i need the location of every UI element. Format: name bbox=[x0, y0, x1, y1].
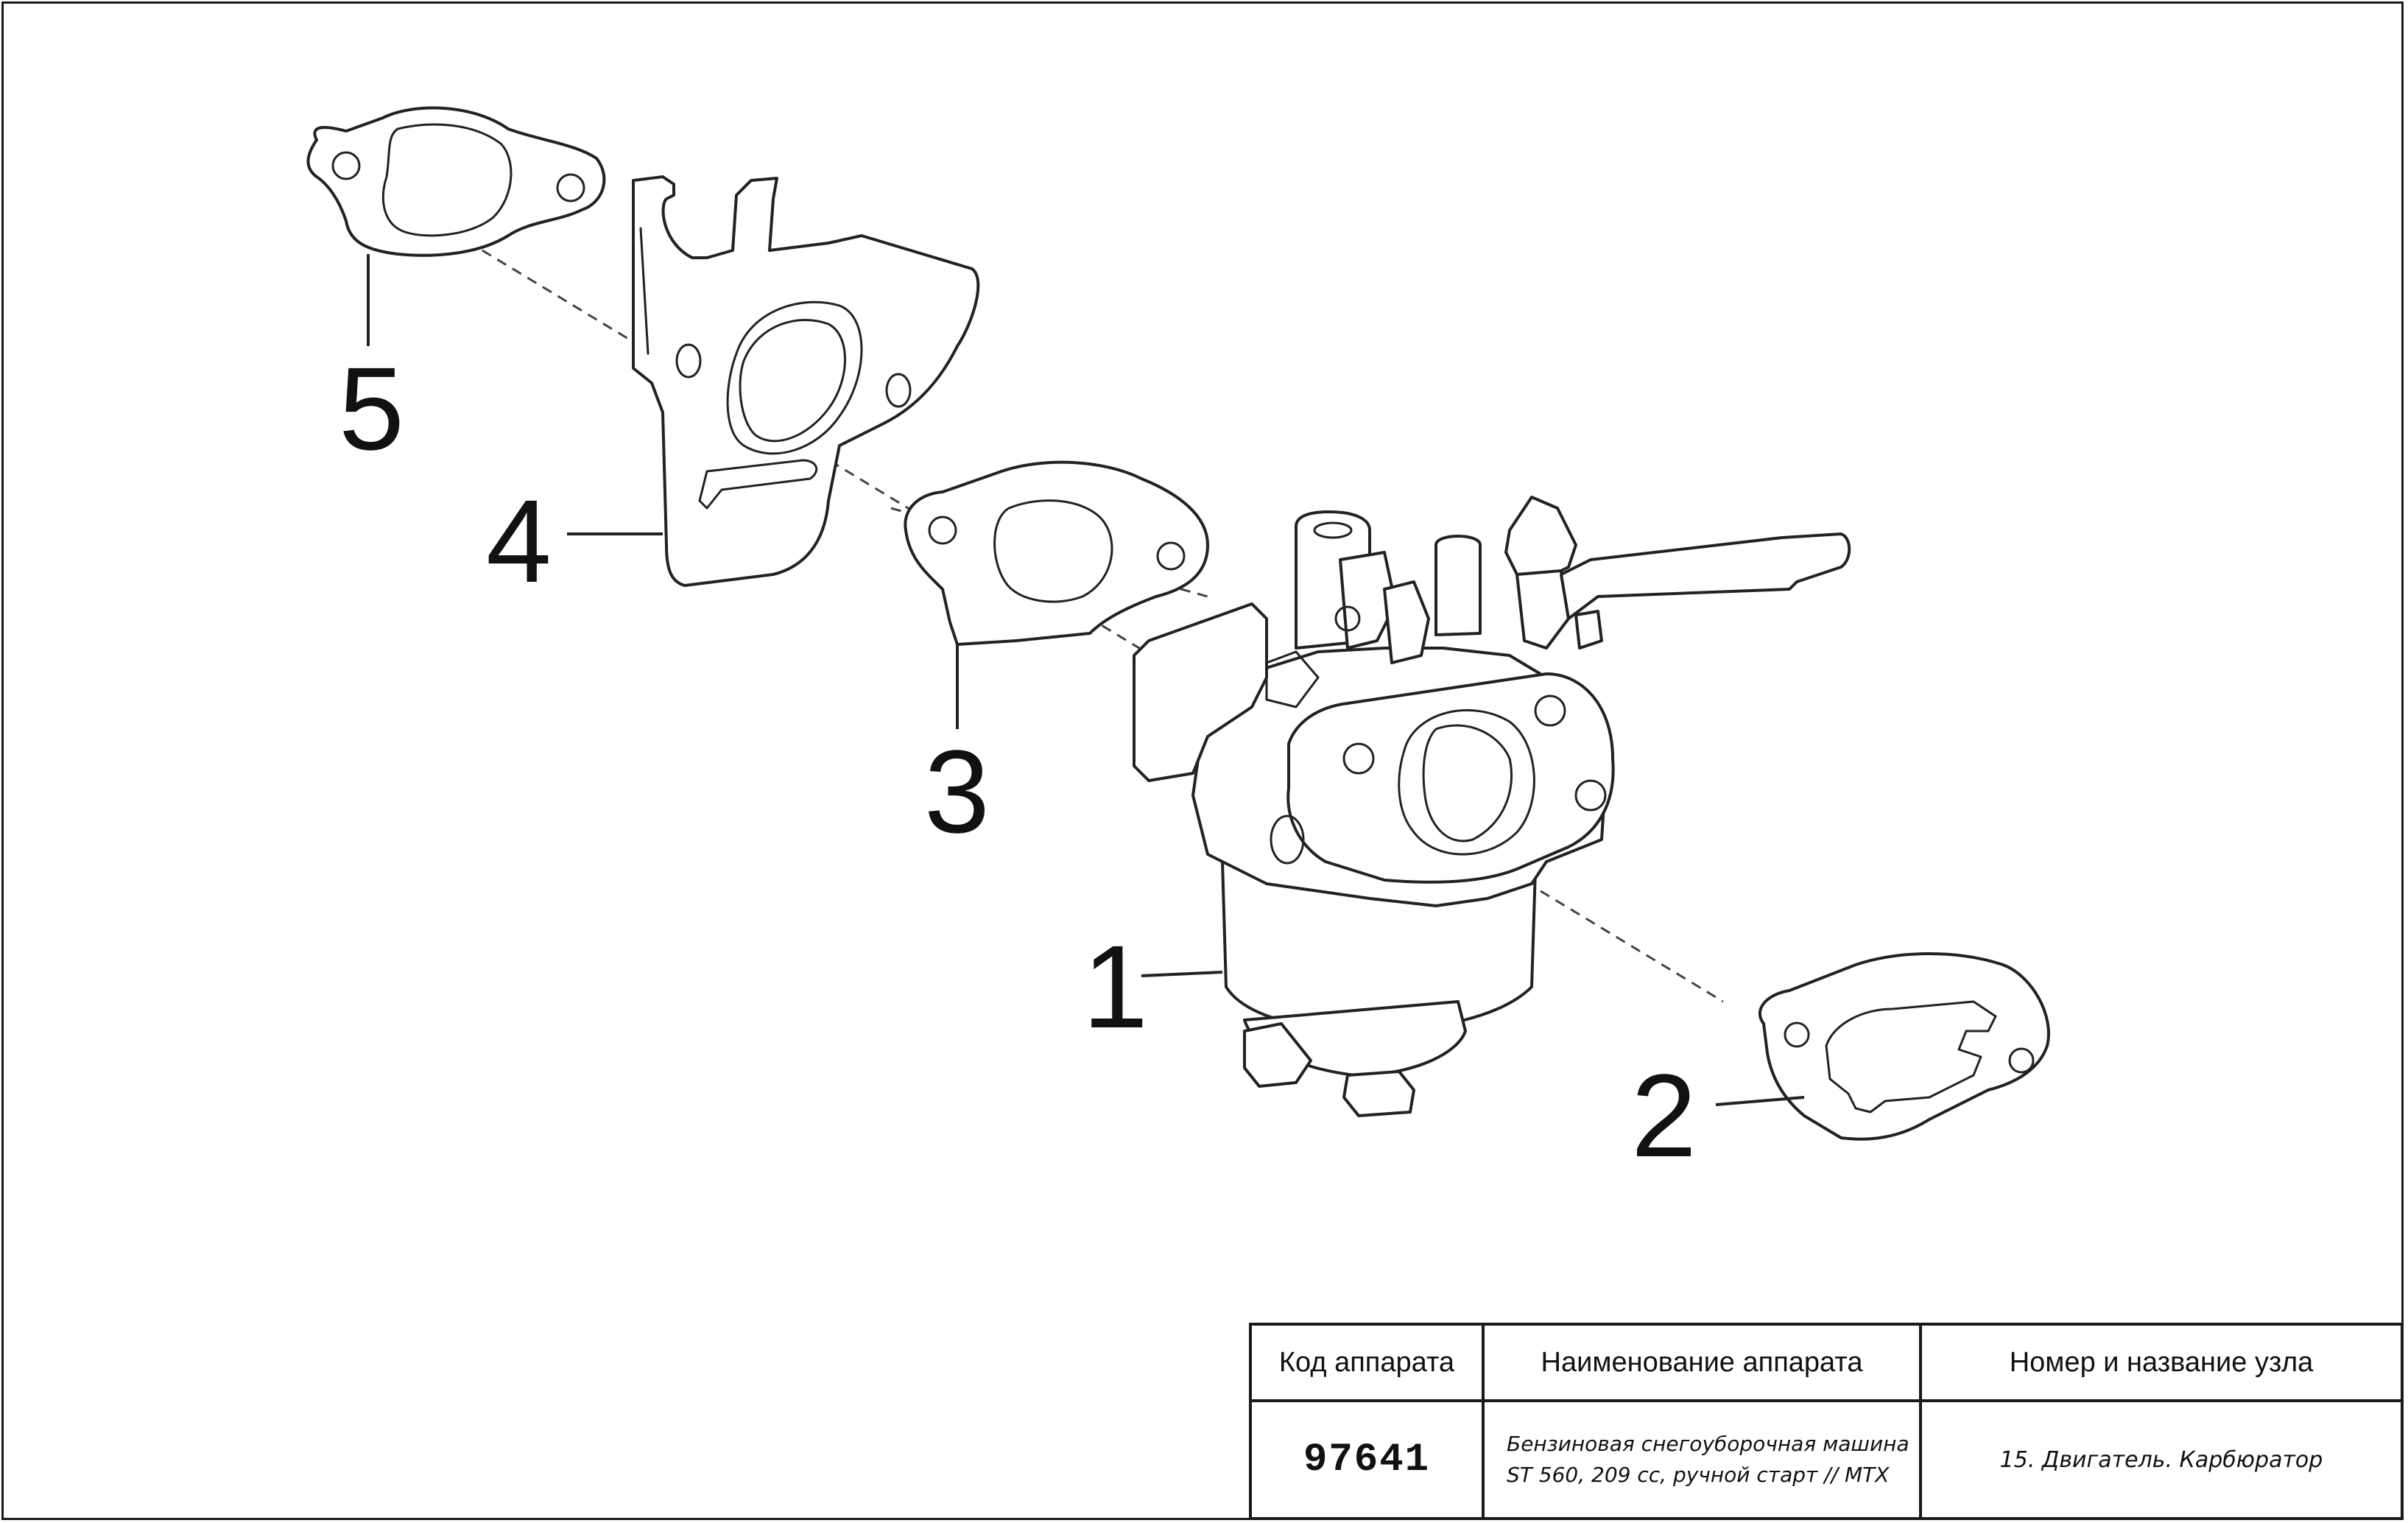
callout-4: 4 bbox=[486, 475, 552, 607]
device-code: 97641 bbox=[1249, 1399, 1485, 1520]
device-name-line-1: Бензиновая снегоуборочная машина bbox=[1507, 1432, 1909, 1456]
part-3-gasket bbox=[904, 460, 1209, 646]
header-device-code: Код аппарата bbox=[1249, 1323, 1485, 1402]
callout-leaders bbox=[367, 254, 1805, 1106]
device-name: Бензиновая снегоуборочная машина ST 560,… bbox=[1482, 1399, 1922, 1520]
callout-2: 2 bbox=[1631, 1049, 1697, 1181]
assembly-name: 15. Двигатель. Карбюратор bbox=[1919, 1399, 2404, 1520]
callout-5: 5 bbox=[339, 342, 404, 474]
device-name-line-2: ST 560, 209 cc, ручной старт // MTX bbox=[1507, 1463, 1890, 1487]
callout-numbers: 1 2 3 4 5 bbox=[339, 342, 1697, 1181]
header-assembly: Номер и название узла bbox=[1919, 1323, 2404, 1402]
part-1-carburetor bbox=[1133, 496, 1851, 1117]
callout-1: 1 bbox=[1082, 921, 1148, 1052]
header-device-name: Наименование аппарата bbox=[1482, 1323, 1922, 1402]
title-block: Код аппарата Наименование аппарата Номер… bbox=[1249, 1323, 2404, 1520]
part-5-gasket bbox=[306, 106, 606, 257]
callout-3: 3 bbox=[924, 725, 990, 857]
part-4-bracket bbox=[632, 175, 980, 587]
part-2-gasket bbox=[1759, 952, 2050, 1141]
